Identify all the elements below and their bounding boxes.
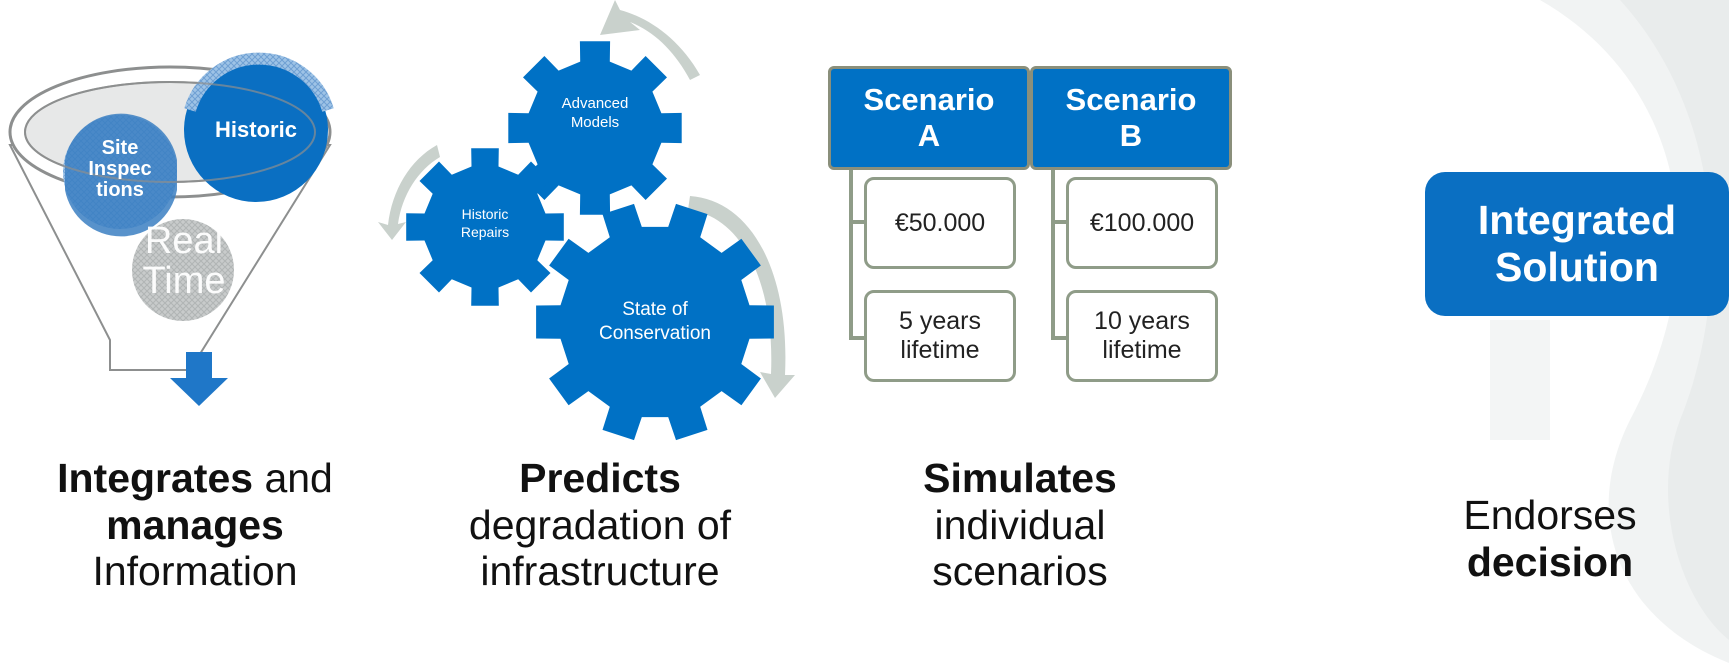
gear-shape [406, 148, 564, 306]
caption-endorses: Endorses decision [1430, 492, 1670, 585]
site-inspections-line-2: Inspec [88, 158, 152, 180]
scenario-a-title-line-2: A [917, 118, 941, 153]
funnel [8, 52, 334, 371]
gear-state-of-conservation [536, 203, 774, 441]
caption-information: Information [92, 548, 298, 595]
scenario-b-cost: €100.000 [1066, 177, 1218, 269]
realtime-line-1: Real [144, 220, 224, 262]
scenario-a-header: Scenario A [828, 66, 1030, 170]
advanced-models-line-1: Advanced [561, 95, 629, 112]
scenario-b-lifetime: 10 years lifetime [1066, 290, 1218, 382]
caption-integrates-bold: Integrates [57, 455, 254, 501]
state-of-conservation-label: State of Conservation [575, 298, 735, 346]
caption-simulates-line-3: scenarios [932, 548, 1108, 595]
historic-repairs-label: Historic Repairs [440, 206, 530, 241]
state-of-conservation-line-1: State of [622, 299, 688, 320]
integrated-solution-box: Integrated Solution [1425, 172, 1729, 316]
historic-circle [184, 58, 328, 202]
state-of-conservation-line-2: Conservation [599, 322, 711, 344]
historic-label: Historic [215, 117, 297, 142]
historic-repairs-line-2: Repairs [460, 223, 510, 240]
scenario-a-cost-value: €50.000 [894, 208, 986, 237]
historic-repairs-line-1: Historic [461, 206, 509, 222]
site-inspections-line-3: tions [96, 179, 144, 201]
scenario-a-title-line-1: Scenario [863, 82, 995, 118]
caption-simulates-bold: Simulates [923, 455, 1117, 501]
caption-endorses-line-1: Endorses [1463, 492, 1637, 538]
scenario-b-lifetime-line-2: lifetime [1102, 336, 1182, 364]
advanced-models-label: Advanced Models [545, 95, 645, 133]
scenario-b-title-line-1: Scenario [1065, 82, 1197, 118]
caption-predicts-bold: Predicts [519, 455, 681, 501]
scenario-b-cost-value: €100.000 [1089, 208, 1195, 237]
caption-integrates: Integrates and manages Information [20, 455, 370, 595]
scenario-b-title-line-2: B [1119, 118, 1143, 153]
scenario-a-lifetime-line-2: lifetime [900, 336, 980, 364]
caption-integrates-rest: and [253, 455, 333, 501]
caption-predicts-line-2: degradation of [468, 501, 732, 548]
caption-manages-bold: manages [106, 501, 284, 548]
gear-shape [536, 203, 774, 441]
caption-simulates-line-2: individual [934, 501, 1106, 548]
caption-simulates: Simulates individual scenarios [880, 455, 1160, 595]
advanced-models-line-2: Models [570, 113, 620, 131]
scenario-a-lifetime-line-1: 5 years [899, 307, 981, 336]
funnel-down-arrow-icon [170, 352, 228, 406]
caption-predicts-line-3: infrastructure [480, 548, 720, 595]
caption-decision-bold: decision [1466, 538, 1634, 585]
gear-shape [508, 41, 682, 215]
gear-advanced-models [508, 41, 682, 215]
integrated-solution-line-1: Integrated [1477, 196, 1677, 243]
scenario-a-lifetime: 5 years lifetime [864, 290, 1016, 382]
gear-historic-repairs [406, 148, 564, 306]
scenario-b-header: Scenario B [1030, 66, 1232, 170]
cycle-arrows [378, 0, 795, 398]
caption-predicts: Predicts degradation of infrastructure [430, 455, 770, 595]
site-inspections-line-1: Site [101, 137, 139, 159]
background-decoration [1490, 0, 1729, 663]
realtime-circle [132, 219, 234, 321]
realtime-label: Real Time [138, 220, 230, 302]
site-inspections-label: Site Inspec tions [70, 138, 170, 201]
site-inspections-circle [65, 113, 177, 237]
scenario-b-lifetime-line-1: 10 years [1094, 307, 1190, 336]
scenario-connectors [849, 162, 1068, 340]
integrated-solution-line-2: Solution [1495, 244, 1659, 290]
realtime-line-2: Time [142, 259, 226, 302]
scenario-a-cost: €50.000 [864, 177, 1016, 269]
